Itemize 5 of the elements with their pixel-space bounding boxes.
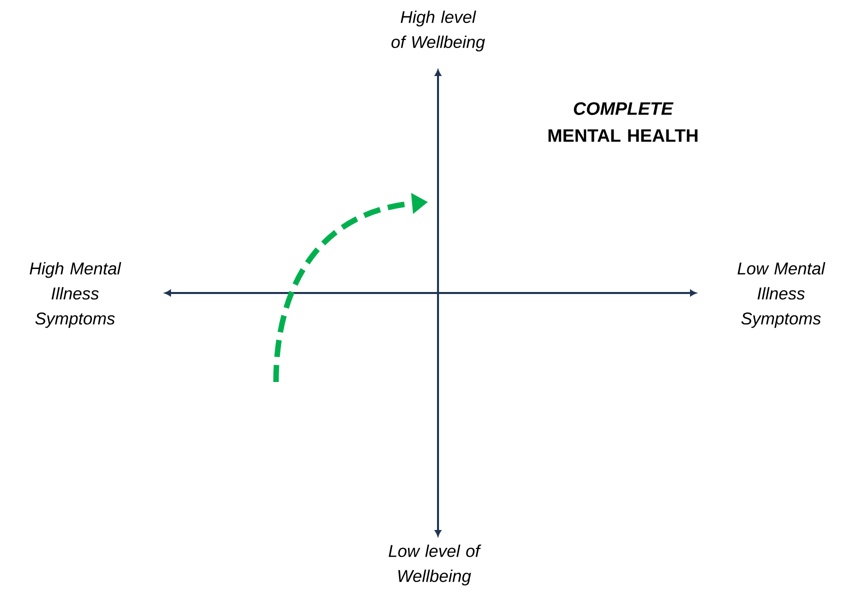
quadrant-label: COMPLETE MENTAL HEALTH [548, 102, 698, 142]
axis-label: Low Mental Illness Symptoms [738, 262, 826, 328]
axis-label: High level of Wellbeing [391, 10, 485, 52]
axis-label: Low level of Wellbeing [388, 544, 482, 586]
axis-label: High Mental Illness Symptoms [30, 262, 122, 328]
